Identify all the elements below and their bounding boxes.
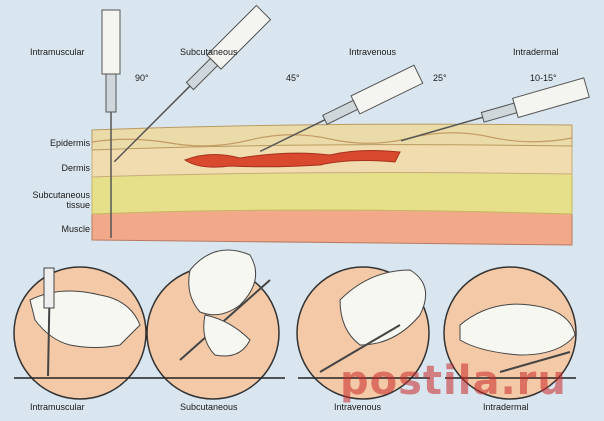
syringe-intramuscular (101, 9, 121, 238)
syringe-intravenous (259, 64, 424, 153)
subcutaneous-layer (91, 170, 573, 215)
hand-intravenous (319, 269, 427, 373)
label-intravenous: Intravenous (349, 47, 397, 57)
caption-intradermal: Intradermal (483, 402, 529, 412)
hand-intramuscular (29, 267, 141, 377)
caption-intravenous: Intravenous (334, 402, 382, 412)
hand-intradermal (459, 303, 576, 373)
layer-subcutaneous-line2: tissue (66, 200, 90, 210)
angle-intradermal: 10-15° (530, 73, 557, 83)
syringe-subcutaneous (113, 4, 272, 163)
caption-intramuscular: Intramuscular (30, 402, 85, 412)
vein (183, 150, 401, 168)
layer-subcutaneous-line1: Subcutaneous (32, 190, 90, 200)
label-intradermal: Intradermal (513, 47, 559, 57)
layer-muscle: Muscle (61, 224, 90, 234)
watermark: postila.ru (340, 358, 567, 404)
muscle-layer (91, 208, 573, 246)
label-subcutaneous: Subcutaneous (180, 47, 238, 57)
angle-intravenous: 25° (433, 73, 447, 83)
angle-intramuscular: 90° (135, 73, 149, 83)
caption-subcutaneous: Subcutaneous (180, 402, 238, 412)
layer-subcutaneous: Subcutaneous tissue (30, 190, 90, 210)
syringe-intradermal (400, 77, 590, 142)
skin-cross-section (91, 123, 573, 246)
angle-subcutaneous: 45° (286, 73, 300, 83)
layer-dermis: Dermis (61, 163, 91, 173)
layer-epidermis: Epidermis (49, 138, 90, 148)
hand-subcutaneous (179, 249, 271, 361)
epidermis-layer (91, 123, 573, 151)
epidermis-wavy-line (91, 132, 573, 147)
label-intramuscular: Intramuscular (30, 47, 85, 57)
